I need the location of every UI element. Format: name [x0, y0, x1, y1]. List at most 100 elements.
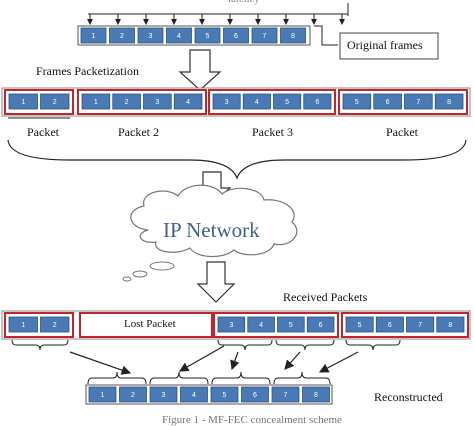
- original-frame-number: 7: [263, 33, 267, 40]
- packet-frame-number: 8: [447, 99, 451, 106]
- received-frame: 4: [247, 316, 275, 333]
- packet-frame: 8: [434, 93, 464, 110]
- reconstructed-frame: 2: [119, 386, 147, 403]
- cloud-bubble-large: [149, 261, 175, 271]
- packet-frame: 2: [112, 93, 141, 110]
- reconstructed-frame-number: 1: [101, 392, 105, 399]
- packet-frame-number: 4: [255, 99, 259, 106]
- packet-1-label: Packet: [27, 125, 59, 139]
- lost-packet-label: Lost Packet: [124, 318, 176, 330]
- packet-2-label: Packet 2: [118, 125, 159, 139]
- received-packets-label: Received Packets: [283, 290, 368, 304]
- converging-brace: [7, 139, 467, 180]
- received-frame: 7: [406, 316, 435, 333]
- original-frame-number: 8: [291, 33, 295, 40]
- original-frames-connector: [314, 25, 338, 46]
- reconstructed-frame-number: 8: [314, 392, 318, 399]
- brace-received-4: [345, 339, 401, 351]
- original-frame-number: 6: [234, 33, 238, 40]
- reconstructed-brace: [273, 371, 331, 385]
- packet-frame-number: 5: [285, 99, 289, 106]
- packet-frame: 3: [143, 93, 172, 110]
- original-frame: 1: [80, 27, 107, 44]
- packet-frame: 1: [8, 93, 38, 110]
- ip-network-label: IP Network: [163, 218, 260, 242]
- packet-frame-number: 1: [21, 99, 25, 106]
- original-frames-label-box: [339, 32, 439, 60]
- packet-4-label: Packet: [386, 125, 418, 139]
- to-received-arrow: [196, 261, 236, 303]
- packet-frame: 4: [242, 93, 271, 110]
- received-frame-number: 5: [358, 322, 362, 329]
- received-frame-number: 4: [259, 322, 263, 329]
- reconstructed-frame-number: 3: [162, 392, 166, 399]
- packet-frame: 6: [373, 93, 402, 110]
- original-frame-number: 4: [177, 33, 181, 40]
- received-frame-number: 8: [448, 322, 452, 329]
- reconstructed-frame-number: 2: [131, 392, 135, 399]
- cloud-bubble-medium: [132, 270, 148, 278]
- original-frame-number: 5: [206, 33, 210, 40]
- received-packet-3: 3 4 5 6: [213, 312, 339, 338]
- received-braces: [11, 339, 401, 351]
- brace-received-3b: [275, 339, 335, 351]
- brace-received-1: [11, 339, 69, 351]
- reconstructed-frame-number: 6: [253, 392, 257, 399]
- received-packet-4: 5 6 7 8: [341, 312, 469, 338]
- received-frame-number: 6: [319, 322, 323, 329]
- reconstructed-braces: [87, 371, 331, 385]
- reconstructed-brace: [87, 371, 147, 385]
- reconstructed-frame: 3: [149, 386, 178, 403]
- packet-frame-number: 1: [94, 99, 98, 106]
- original-frame: 5: [194, 27, 221, 44]
- packet-frame-number: 5: [355, 99, 359, 106]
- received-frame: 5: [345, 316, 374, 333]
- packet-frame-number: 6: [386, 99, 390, 106]
- original-frame-number: 3: [149, 33, 153, 40]
- received-frame-number: 6: [388, 322, 392, 329]
- received-frame-number: 3: [229, 322, 233, 329]
- packet-frame-number: 2: [53, 99, 57, 106]
- reconstruction-arrows: [69, 345, 359, 375]
- reconstructed-frame: 1: [88, 386, 117, 403]
- received-frame-number: 5: [289, 322, 293, 329]
- received-frame: 2: [40, 316, 70, 333]
- reconstructed-frame-number: 4: [192, 392, 196, 399]
- reconstructed-frame: 4: [180, 386, 208, 403]
- received-frame: 6: [375, 316, 404, 333]
- original-frame: 7: [251, 27, 278, 44]
- packet-frame: 1: [81, 93, 111, 110]
- packet-frame: 4: [173, 93, 203, 110]
- received-frame: 3: [217, 316, 246, 333]
- brace-received-3a: [217, 339, 273, 351]
- packet-2: 1 2 3 4: [77, 89, 207, 115]
- received-frame: 1: [8, 316, 38, 333]
- latency-label: latency: [228, 0, 260, 5]
- original-frame: 2: [109, 27, 135, 44]
- figure-caption: Figure 1 - MF-FEC concealment scheme: [162, 414, 342, 426]
- original-frame-number: 2: [120, 33, 124, 40]
- received-frame: 8: [436, 316, 465, 333]
- packetization-arrow: [178, 49, 222, 91]
- packet-frame-number: 3: [155, 99, 159, 106]
- received-frame: 6: [306, 316, 335, 333]
- original-frame: 3: [137, 27, 164, 44]
- packet-frame: 3: [212, 93, 241, 110]
- packet-frame-number: 4: [186, 99, 190, 106]
- received-frame-number: 7: [418, 322, 422, 329]
- original-frames-label: Original frames: [347, 38, 423, 52]
- lost-packet: [79, 312, 213, 338]
- reconstructed-frame: 5: [210, 386, 239, 403]
- packet-frame: 7: [404, 93, 433, 110]
- reconstructed-frame-number: 7: [284, 392, 288, 399]
- packet-frame: 6: [303, 93, 332, 110]
- packet-4: 5 6 7 8: [338, 89, 468, 115]
- packet-frame-number: 7: [416, 99, 420, 106]
- packetization-label: Frames Packetization: [36, 64, 139, 78]
- reconstructed-brace: [149, 371, 209, 385]
- reconstructed-frame: 8: [302, 386, 330, 403]
- packet-frame: 2: [40, 93, 70, 110]
